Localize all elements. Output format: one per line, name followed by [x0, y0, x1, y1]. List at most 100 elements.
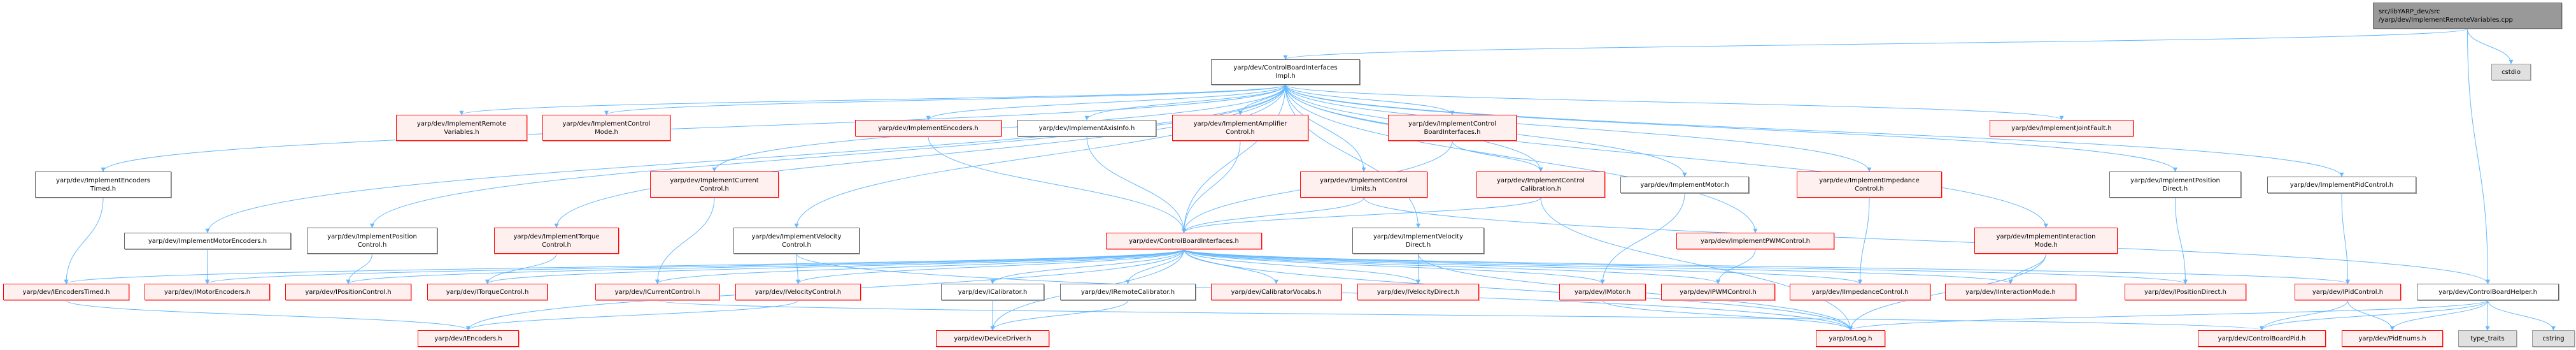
edge-cbi-to-iVelDirect — [1184, 249, 1420, 284]
edge-implVelControl-to-iVelControl — [795, 253, 800, 284]
edge-implPosDirect-to-iPosDirect — [2175, 197, 2188, 284]
edge-cpp-to-cbHelper — [2467, 28, 2490, 284]
edge-impl-to-implVelDirect — [1285, 84, 1420, 228]
edge-cbHelper-to-cstring — [2488, 300, 2556, 331]
graph-node-cbi[interactable]: yarp/dev/ControlBoardInterfaces.h — [1106, 233, 1262, 249]
edge-impl-to-implPosControl — [370, 84, 1286, 228]
edge-implEncoders-to-cbi — [928, 136, 1186, 233]
graph-node-iVelDirect[interactable]: yarp/dev/IVelocityDirect.h — [1357, 284, 1479, 300]
graph-node-iPosDirect[interactable]: yarp/dev/IPositionDirect.h — [2125, 284, 2246, 300]
graph-node-implPid[interactable]: yarp/dev/ImplementPidControl.h — [2267, 177, 2416, 193]
graph-node-implPWM[interactable]: yarp/dev/ImplementPWMControl.h — [1676, 233, 1834, 249]
edge-iPid-to-cbPid — [2260, 300, 2348, 331]
graph-node-iEncTimed[interactable]: yarp/dev/IEncodersTimed.h — [3, 284, 129, 300]
edge-cbi-to-iPid — [1184, 249, 2350, 284]
graph-node-implTorque[interactable]: yarp/dev/ImplementTorque Control.h — [494, 228, 619, 254]
graph-node-calibVocabs[interactable]: yarp/dev/CalibratorVocabs.h — [1211, 284, 1341, 300]
graph-node-iCalibrator[interactable]: yarp/dev/ICalibrator.h — [941, 284, 1044, 300]
edge-implEncTimed-to-iEncTimed — [64, 197, 104, 284]
edge-cbi-to-iMotorEnc — [205, 249, 1184, 284]
graph-node-iPid[interactable]: yarp/dev/IPidControl.h — [2295, 284, 2401, 300]
edge-implAmplifier-to-cbi — [1182, 140, 1241, 233]
graph-node-implAxisInfo[interactable]: yarp/dev/ImplementAxisInfo.h — [1017, 120, 1156, 136]
edge-iMotor-to-log — [1602, 300, 1853, 331]
graph-node-cstdio[interactable]: cstdio — [2491, 64, 2531, 80]
graph-node-implLimits[interactable]: yarp/dev/ImplementControl Limits.h — [1300, 171, 1427, 198]
edge-cbi-to-iEncTimed — [64, 249, 1184, 284]
edge-impl-to-cbi — [1182, 84, 1286, 233]
graph-node-implImpedance[interactable]: yarp/dev/ImplementImpedance Control.h — [1797, 171, 1942, 198]
graph-node-implEncTimed[interactable]: yarp/dev/ImplementEncoders Timed.h — [35, 171, 171, 198]
graph-node-implEncoders[interactable]: yarp/dev/ImplementEncoders.h — [855, 120, 1001, 136]
edge-implLimits-to-cbHelper — [1363, 197, 2490, 284]
edge-implTorque-to-iTorque — [485, 253, 557, 284]
edge-cbi-to-iMotor — [1184, 249, 1605, 284]
graph-node-iRemoteCalib[interactable]: yarp/dev/IRemoteCalibrator.h — [1060, 284, 1196, 300]
edge-implImpedance-to-iImpedance — [1858, 197, 1870, 284]
graph-node-iInteraction[interactable]: yarp/dev/IInteractionMode.h — [1945, 284, 2076, 300]
graph-node-impl[interactable]: yarp/dev/ControlBoardInterfaces Impl.h — [1211, 59, 1360, 85]
graph-node-cpp[interactable]: src/libYARP_dev/src /yarp/dev/ImplementR… — [2373, 3, 2562, 29]
graph-node-implInteraction[interactable]: yarp/dev/ImplementInteraction Mode.h — [1974, 228, 2118, 254]
edge-impl-to-implMotorEnc — [205, 84, 1286, 233]
graph-node-typeTraits[interactable]: type_traits — [2458, 330, 2517, 347]
graph-node-implAmplifier[interactable]: yarp/dev/ImplementAmplifier Control.h — [1172, 115, 1308, 141]
edge-impl-to-implVelControl — [794, 84, 1286, 228]
graph-node-iCurrent[interactable]: yarp/dev/ICurrentControl.h — [595, 284, 719, 300]
edge-implCalib-to-cbi — [1182, 197, 1541, 233]
edge-cbi-to-iTorque — [485, 249, 1184, 284]
graph-node-implCurrent[interactable]: yarp/dev/ImplementCurrent Control.h — [650, 171, 779, 198]
edge-cbi-to-iVelControl — [796, 249, 1184, 284]
edge-implCBI-to-implCalib — [1452, 140, 1543, 172]
graph-node-iPWM[interactable]: yarp/dev/IPWMControl.h — [1661, 284, 1775, 300]
edge-impl-to-implImpedance — [1285, 84, 1872, 172]
edge-impl-to-implTorque — [554, 84, 1286, 228]
edge-impl-to-implCBI — [1285, 84, 1455, 115]
edge-impl-to-implLimits — [1285, 84, 1366, 172]
edge-cpp-to-impl — [1283, 28, 2468, 60]
graph-node-cbHelper[interactable]: yarp/dev/ControlBoardHelper.h — [2417, 284, 2559, 300]
edge-implLimits-to-cbi — [1182, 197, 1364, 233]
graph-node-implPosControl[interactable]: yarp/dev/ImplementPosition Control.h — [307, 228, 437, 254]
graph-node-implCalib[interactable]: yarp/dev/ImplementControl Calibration.h — [1476, 171, 1605, 198]
graph-node-deviceDriver[interactable]: yarp/dev/DeviceDriver.h — [936, 330, 1049, 347]
edge-implCurrent-to-iCurrent — [655, 197, 715, 284]
graph-node-implRemoteVar[interactable]: yarp/dev/ImplementRemote Variables.h — [396, 115, 527, 141]
edge-impl-to-implControlMode — [604, 84, 1286, 115]
edge-iCurrent-to-cbPid — [657, 300, 2264, 331]
graph-node-implVelDirect[interactable]: yarp/dev/ImplementVelocity Direct.h — [1352, 228, 1484, 254]
graph-node-pidEnums[interactable]: yarp/dev/PidEnums.h — [2342, 330, 2443, 347]
edge-iVelControl-to-iEncoders — [466, 300, 798, 331]
edge-cbi-to-iCalibrator — [990, 249, 1184, 284]
graph-node-cbPid[interactable]: yarp/dev/ControlBoardPid.h — [2198, 330, 2326, 347]
graph-node-iTorque[interactable]: yarp/dev/ITorqueControl.h — [427, 284, 548, 300]
graph-node-implMotor[interactable]: yarp/dev/ImplementMotor.h — [1620, 177, 1749, 193]
graph-node-log[interactable]: yarp/os/Log.h — [1816, 330, 1885, 347]
graph-node-implMotorEnc[interactable]: yarp/dev/ImplementMotorEncoders.h — [124, 233, 291, 249]
edge-implMotor-to-iMotor — [1600, 193, 1685, 284]
edge-cbi-to-iImpedance — [1184, 249, 1862, 284]
graph-node-implVelControl[interactable]: yarp/dev/ImplementVelocity Control.h — [733, 228, 860, 254]
edge-implPid-to-iPid — [2341, 193, 2350, 284]
graph-node-implCBI[interactable]: yarp/dev/ImplementControl BoardInterface… — [1388, 115, 1517, 141]
edge-cbHelper-to-cbPid — [2260, 300, 2488, 331]
graph-node-implPosDirect[interactable]: yarp/dev/ImplementPosition Direct.h — [2109, 171, 2241, 198]
edge-impl-to-implEncoders — [926, 84, 1286, 120]
graph-node-cstring[interactable]: cstring — [2532, 330, 2575, 347]
edge-impl-to-implAxisInfo — [1084, 84, 1286, 120]
edge-cbHelper-to-log — [1848, 300, 2488, 331]
graph-node-iImpedance[interactable]: yarp/dev/IImpedanceControl.h — [1790, 284, 1930, 300]
graph-node-implJointFault[interactable]: yarp/dev/ImplementJointFault.h — [1990, 120, 2134, 136]
graph-node-iVelControl[interactable]: yarp/dev/IVelocityControl.h — [735, 284, 861, 300]
graph-node-iPosControl[interactable]: yarp/dev/IPositionControl.h — [285, 284, 411, 300]
graph-node-iMotor[interactable]: yarp/dev/IMotor.h — [1559, 284, 1646, 300]
edge-impl-to-implPid — [1285, 84, 2344, 177]
graph-node-iEncoders[interactable]: yarp/dev/IEncoders.h — [418, 330, 519, 347]
edge-impl-to-implJointFault — [1285, 84, 2064, 120]
edge-implAxisInfo-to-cbi — [1086, 136, 1186, 233]
graph-node-iMotorEnc[interactable]: yarp/dev/IMotorEncoders.h — [145, 284, 270, 300]
edge-impl-to-implPWM — [1285, 84, 1758, 233]
graph-node-implControlMode[interactable]: yarp/dev/ImplementControl Mode.h — [542, 115, 670, 141]
